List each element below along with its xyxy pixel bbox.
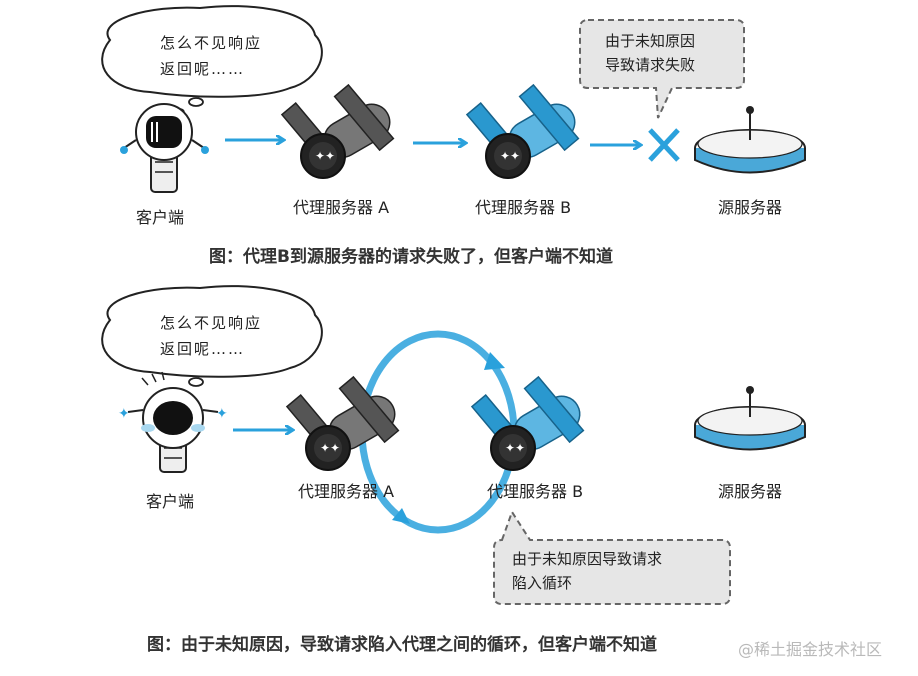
proxy-a-satellite-icon-bottom: ✦✦: [285, 375, 400, 471]
origin-server-icon-bottom: [694, 386, 806, 451]
origin-label-top: 源服务器: [718, 198, 783, 217]
client-robot-icon: [120, 103, 209, 193]
thought-text-line2-bottom: 返回呢……: [160, 340, 246, 358]
svg-text:✦✦: ✦✦: [320, 441, 340, 455]
proxy-b-label-top: 代理服务器 B: [475, 198, 572, 217]
proxy-b-satellite-icon-bottom: ✦✦: [470, 375, 585, 471]
error-x-icon: [648, 128, 680, 162]
thought-text-line1-top: 怎么不见响应: [160, 34, 263, 52]
origin-server-icon: [694, 106, 806, 174]
client-robot-worried-icon: ✦ ✦: [118, 371, 228, 473]
origin-label-bottom: 源服务器: [718, 482, 783, 501]
proxy-a-label-top: 代理服务器 A: [293, 198, 390, 217]
callout-bubble-bottom: [493, 509, 731, 605]
proxy-b-label-bottom: 代理服务器 B: [487, 482, 584, 501]
watermark: @稀土掘金技术社区: [738, 640, 883, 659]
svg-text:✦✦: ✦✦: [500, 149, 520, 163]
proxy-b-satellite-icon: ✦✦: [465, 83, 580, 179]
client-label-bottom: 客户端: [146, 492, 195, 511]
caption-bottom: 图：由于未知原因，导致请求陷入代理之间的循环，但客户端不知道: [147, 635, 657, 655]
proxy-a-satellite-icon: ✦✦: [280, 83, 395, 179]
thought-bubble-top: [101, 5, 323, 116]
thought-text-line2-top: 返回呢……: [160, 60, 246, 78]
svg-text:✦✦: ✦✦: [505, 441, 525, 455]
svg-text:✦: ✦: [118, 406, 130, 422]
callout-text-line1-bottom: 由于未知原因导致请求: [512, 550, 663, 568]
callout-bubble-top: [579, 19, 745, 119]
thought-bubble-bottom: [101, 285, 323, 396]
thought-text-line1-bottom: 怎么不见响应: [160, 314, 263, 332]
svg-text:✦✦: ✦✦: [315, 149, 335, 163]
callout-text-line2-top: 导致请求失败: [605, 56, 696, 74]
callout-text-line2-bottom: 陷入循环: [512, 574, 573, 592]
callout-text-line1-top: 由于未知原因: [605, 32, 696, 50]
proxy-a-label-bottom: 代理服务器 A: [298, 482, 395, 501]
client-label-top: 客户端: [136, 208, 185, 227]
svg-text:✦: ✦: [216, 406, 228, 422]
caption-top: 图：代理B到源服务器的请求失败了，但客户端不知道: [209, 247, 613, 267]
